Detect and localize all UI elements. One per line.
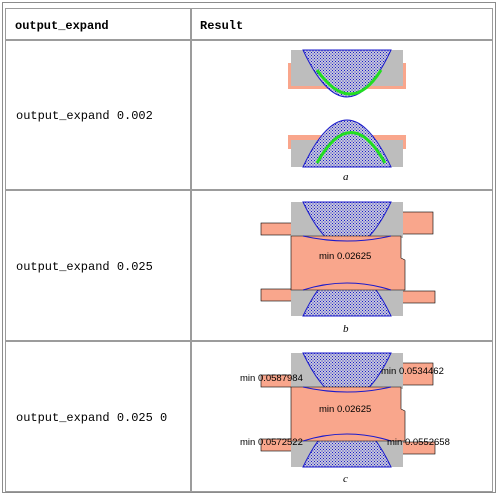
salmon-pad-left-bottom [260,288,294,302]
salmon-core [290,386,406,442]
measure-c-center: min 0.02625 [319,404,371,415]
salmon-pad-right-bottom [400,290,436,304]
caption-c: c [343,473,348,485]
diagram-a: a [288,49,406,183]
result-cell-a: a [190,39,493,191]
caption-a: a [343,171,349,183]
measure-c-top-right: min 0.0534462 [381,366,444,377]
salmon-core [290,235,406,291]
command-cell-b: output_expand 0.025 [5,189,192,342]
salmon-pad-right-top [400,211,434,235]
caption-b: b [343,323,349,335]
command-cell-a: output_expand 0.002 [5,39,192,191]
result-cell-c: min 0.0587984 min 0.0534462 min 0.02625 … [190,340,493,492]
arc-edge [302,386,392,393]
diagram-b: min 0.02625 b [260,201,436,335]
command-text-b: output_expand 0.025 [16,260,153,274]
arc-edge [302,433,392,442]
diagram-c: min 0.0587984 min 0.0534462 min 0.02625 … [240,352,450,485]
measure-c-top-left: min 0.0587984 [240,373,303,384]
measure-b: min 0.02625 [319,251,371,262]
measure-c-bottom-left: min 0.0572522 [240,437,303,448]
dotted-region [302,119,392,168]
measure-c-bottom-right: min 0.0552658 [387,437,450,448]
result-cell-b: min 0.02625 b [190,189,493,342]
command-cell-c: output_expand 0.025 0 [5,340,192,492]
green-edge [315,69,383,96]
command-text-a: output_expand 0.002 [16,109,153,123]
salmon-pad-left-top [260,222,294,236]
arc-edge [302,282,392,291]
command-text-c: output_expand 0.025 0 [16,411,168,425]
header-output-expand: output_expand [5,8,192,41]
arc-edge [302,235,392,242]
green-edge [315,131,387,164]
header-result: Result [190,8,493,41]
